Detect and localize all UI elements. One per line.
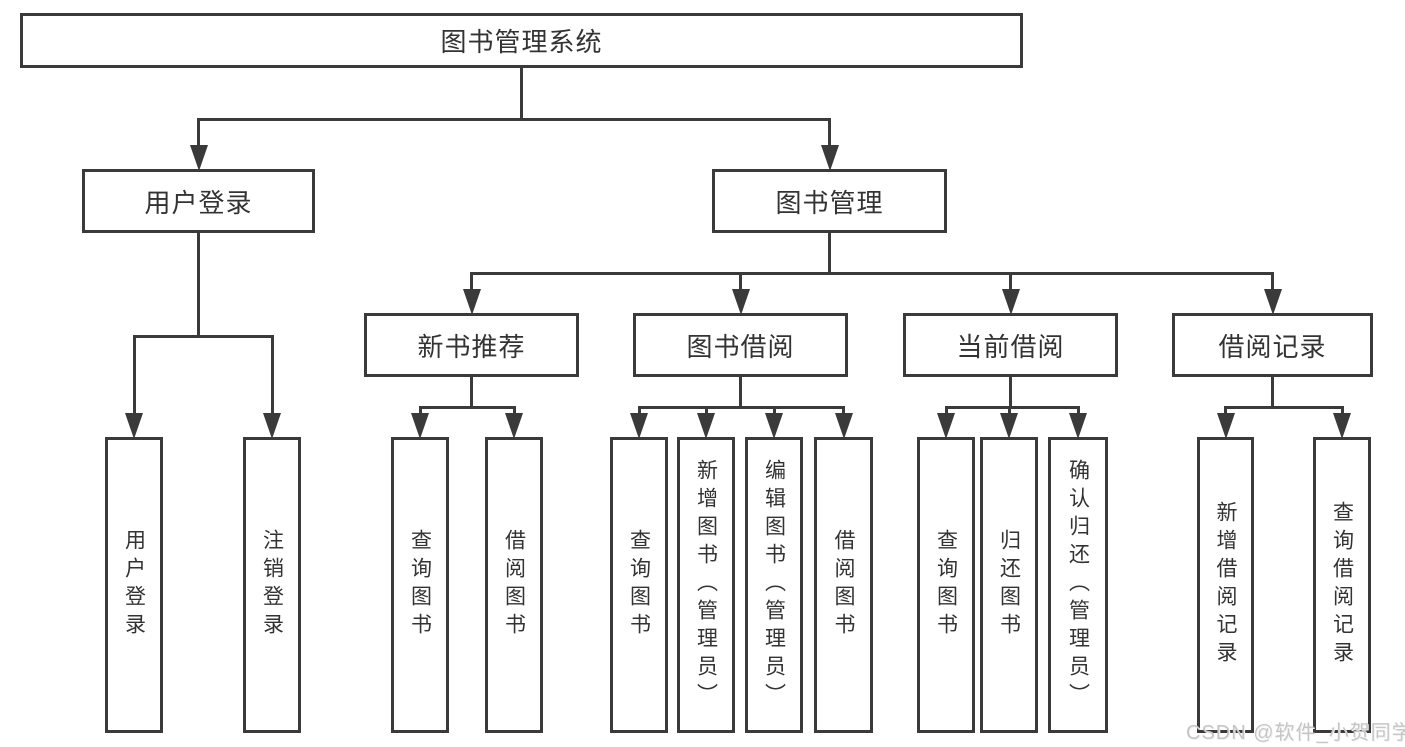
arrowhead-down-icon (820, 145, 839, 171)
node-leaf-query-book-1: 查询图书 (391, 437, 449, 733)
node-leaf-borrow-book-1: 借阅图书 (485, 437, 543, 733)
connector-line-horizontal (1224, 405, 1344, 409)
connector-line-vertical (828, 118, 831, 148)
connector-line-vertical (197, 232, 200, 337)
connector-line-vertical (470, 376, 473, 408)
node-label-leaf-borrow-book-1: 借阅图书 (502, 529, 526, 641)
watermark-text: CSDN @软件_小贺同学 (1186, 722, 1405, 744)
arrowhead-down-icon (1001, 289, 1020, 315)
node-leaf-return-book: 归还图书 (980, 437, 1038, 733)
arrowhead-down-icon (731, 289, 750, 315)
arrowhead-down-icon (1000, 413, 1018, 439)
node-label-leaf-user-login: 用户登录 (122, 529, 146, 641)
connector-line-vertical (197, 118, 200, 148)
connector-line-vertical (1340, 406, 1344, 416)
arrowhead-down-icon (125, 413, 143, 439)
connector-line-vertical (842, 406, 845, 416)
arrowhead-down-icon (189, 145, 208, 171)
node-leaf-logout: 注销登录 (243, 437, 301, 733)
connector-line-vertical (739, 376, 742, 408)
connector-line-vertical (270, 335, 274, 416)
node-label-leaf-edit-book: 编辑图书（管理员） (762, 459, 786, 711)
connector-line-horizontal (132, 334, 274, 338)
arrowhead-down-icon (263, 413, 281, 439)
node-leaf-add-book: 新增图书（管理员） (677, 437, 735, 733)
connector-line-vertical (704, 406, 708, 416)
connector-line-vertical (1007, 406, 1011, 416)
connector-line-vertical (1009, 272, 1012, 292)
connector-line-horizontal (470, 271, 1274, 275)
arrowhead-down-icon (411, 413, 429, 439)
arrowhead-down-icon (1069, 413, 1087, 439)
arrowhead-down-icon (1216, 413, 1235, 439)
node-current-borrowing: 当前借阅 (903, 313, 1118, 377)
connector-line-vertical (512, 406, 516, 416)
node-leaf-query-borrow-record: 查询借阅记录 (1313, 437, 1371, 733)
node-label-leaf-borrow-book-2: 借阅图书 (832, 529, 855, 641)
node-label-leaf-confirm-return: 确认归还（管理员） (1066, 459, 1090, 711)
connector-line-vertical (739, 272, 742, 292)
connector-line-vertical (772, 406, 776, 416)
arrowhead-down-icon (834, 413, 853, 439)
connector-line-vertical (828, 232, 831, 274)
connector-line-vertical (1009, 376, 1012, 408)
connector-line-horizontal (197, 117, 831, 121)
arrowhead-down-icon (697, 413, 715, 439)
node-book-management: 图书管理 (712, 169, 947, 233)
node-leaf-edit-book: 编辑图书（管理员） (745, 437, 803, 733)
node-label-root: 图书管理系统 (440, 27, 603, 57)
arrowhead-down-icon (1263, 289, 1282, 315)
arrowhead-down-icon (462, 289, 481, 315)
node-label-leaf-logout: 注销登录 (260, 529, 284, 641)
node-user-login: 用户登录 (82, 169, 315, 233)
node-label-leaf-add-borrow-record: 新增借阅记录 (1214, 501, 1237, 669)
node-leaf-query-book-3: 查询图书 (917, 437, 975, 733)
node-new-book-recommend: 新书推荐 (364, 313, 579, 377)
node-label-book-borrowing: 图书借阅 (686, 331, 795, 362)
connector-line-vertical (132, 335, 136, 416)
node-label-leaf-return-book: 归还图书 (997, 529, 1021, 641)
connector-line-vertical (1224, 406, 1227, 416)
node-label-new-book-recommend: 新书推荐 (417, 331, 526, 362)
arrowhead-down-icon (505, 413, 523, 439)
connector-line-vertical (1271, 376, 1274, 408)
arrowhead-down-icon (630, 413, 648, 439)
connector-line-vertical (418, 406, 422, 416)
node-label-leaf-query-book-1: 查询图书 (408, 529, 432, 641)
node-root: 图书管理系统 (20, 13, 1023, 68)
connector-line-vertical (1271, 272, 1274, 292)
node-label-leaf-query-borrow-record: 查询借阅记录 (1330, 501, 1354, 669)
node-label-current-borrowing: 当前借阅 (956, 331, 1065, 362)
node-label-borrow-records: 借阅记录 (1218, 331, 1327, 362)
connector-line-vertical (637, 406, 641, 416)
node-leaf-borrow-book-2: 借阅图书 (814, 437, 873, 733)
connector-line-vertical (1076, 406, 1080, 416)
arrowhead-down-icon (1333, 413, 1351, 439)
connector-line-vertical (470, 272, 473, 292)
node-leaf-confirm-return: 确认归还（管理员） (1048, 437, 1108, 733)
connector-line-vertical (944, 406, 948, 416)
node-leaf-add-borrow-record: 新增借阅记录 (1197, 437, 1254, 733)
node-label-book-management: 图书管理 (775, 187, 884, 218)
arrowhead-down-icon (937, 413, 955, 439)
node-label-leaf-add-book: 新增图书（管理员） (694, 459, 718, 711)
node-label-leaf-query-book-3: 查询图书 (934, 529, 958, 641)
node-label-user-login: 用户登录 (144, 187, 253, 218)
arrowhead-down-icon (765, 413, 783, 439)
node-leaf-query-book-2: 查询图书 (610, 437, 668, 733)
node-label-leaf-query-book-2: 查询图书 (627, 529, 651, 641)
node-borrow-records: 借阅记录 (1172, 313, 1373, 377)
connector-line-horizontal (637, 405, 845, 409)
connector-line-horizontal (418, 405, 516, 409)
connector-line-horizontal (944, 405, 1080, 409)
node-book-borrowing: 图书借阅 (633, 313, 848, 377)
node-leaf-user-login: 用户登录 (105, 437, 163, 733)
connector-line-vertical (520, 67, 523, 120)
